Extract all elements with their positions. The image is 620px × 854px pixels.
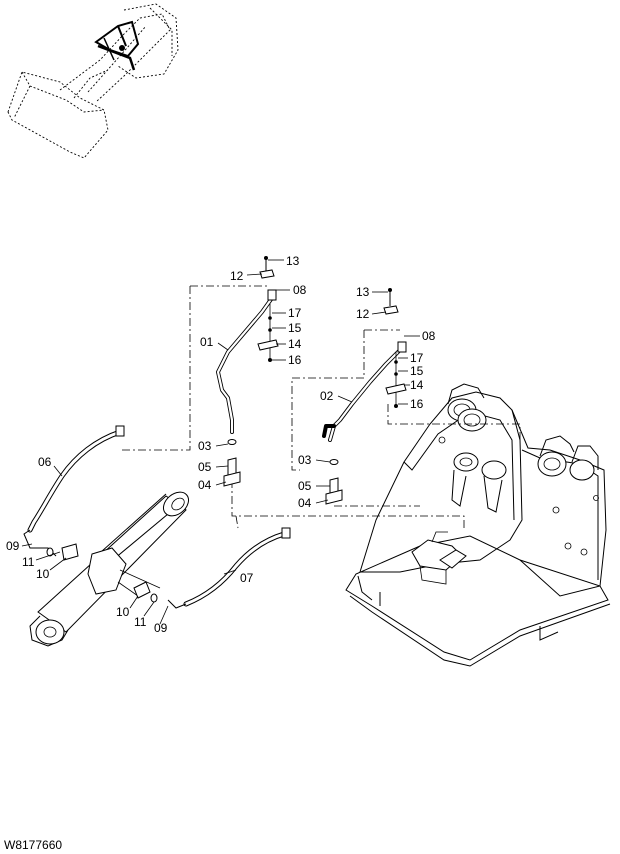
hose-06 (23, 425, 125, 557)
callout-01: 01 (200, 335, 214, 349)
callout-04-b: 04 (298, 496, 312, 510)
lift-cylinder (29, 491, 190, 647)
callout-11-a: 11 (22, 555, 35, 569)
callout-05-a: 05 (198, 460, 212, 474)
drawing-code: W8177660 (4, 838, 62, 852)
hose-fittings (46, 543, 158, 603)
callout-13-b: 13 (356, 285, 370, 299)
callout-06: 06 (38, 455, 52, 469)
callout-12-b: 12 (356, 307, 370, 321)
callout-09-a: 09 (6, 539, 20, 553)
fittings-stack-01 (223, 256, 279, 487)
routing-lines (122, 285, 521, 530)
callout-15-a: 15 (288, 321, 302, 335)
callout-08-a: 08 (293, 283, 307, 297)
callout-16-b: 16 (410, 397, 424, 411)
callout-17-a: 17 (288, 306, 302, 320)
callout-14-a: 14 (288, 337, 302, 351)
pipe-02 (322, 341, 407, 442)
callout-13-a: 13 (286, 254, 300, 268)
callout-04-a: 04 (198, 478, 212, 492)
callout-14-b: 14 (410, 378, 424, 392)
callout-05-b: 05 (298, 479, 312, 493)
callout-17-b: 17 (410, 351, 424, 365)
hose-07 (167, 527, 291, 609)
callout-15-b: 15 (410, 364, 424, 378)
loader-frame (345, 383, 611, 667)
callout-09-b: 09 (154, 621, 168, 635)
fittings-stack-02 (325, 288, 407, 505)
leader-lines (21, 259, 420, 625)
callout-08-b: 08 (422, 329, 436, 343)
callout-02: 02 (320, 389, 334, 403)
callout-10-a: 10 (36, 567, 50, 581)
callout-labels: 13 12 08 17 15 14 16 01 03 05 04 13 12 0… (6, 254, 436, 635)
pipe-01 (216, 289, 277, 434)
callout-03-b: 03 (298, 453, 312, 467)
callout-07: 07 (240, 571, 254, 585)
callout-11-b: 11 (134, 615, 147, 629)
callout-03-a: 03 (198, 439, 212, 453)
callout-12-a: 12 (230, 269, 244, 283)
callout-10-b: 10 (116, 605, 130, 619)
callout-16-a: 16 (288, 353, 302, 367)
machine-overview-thumbnail (7, 3, 179, 159)
